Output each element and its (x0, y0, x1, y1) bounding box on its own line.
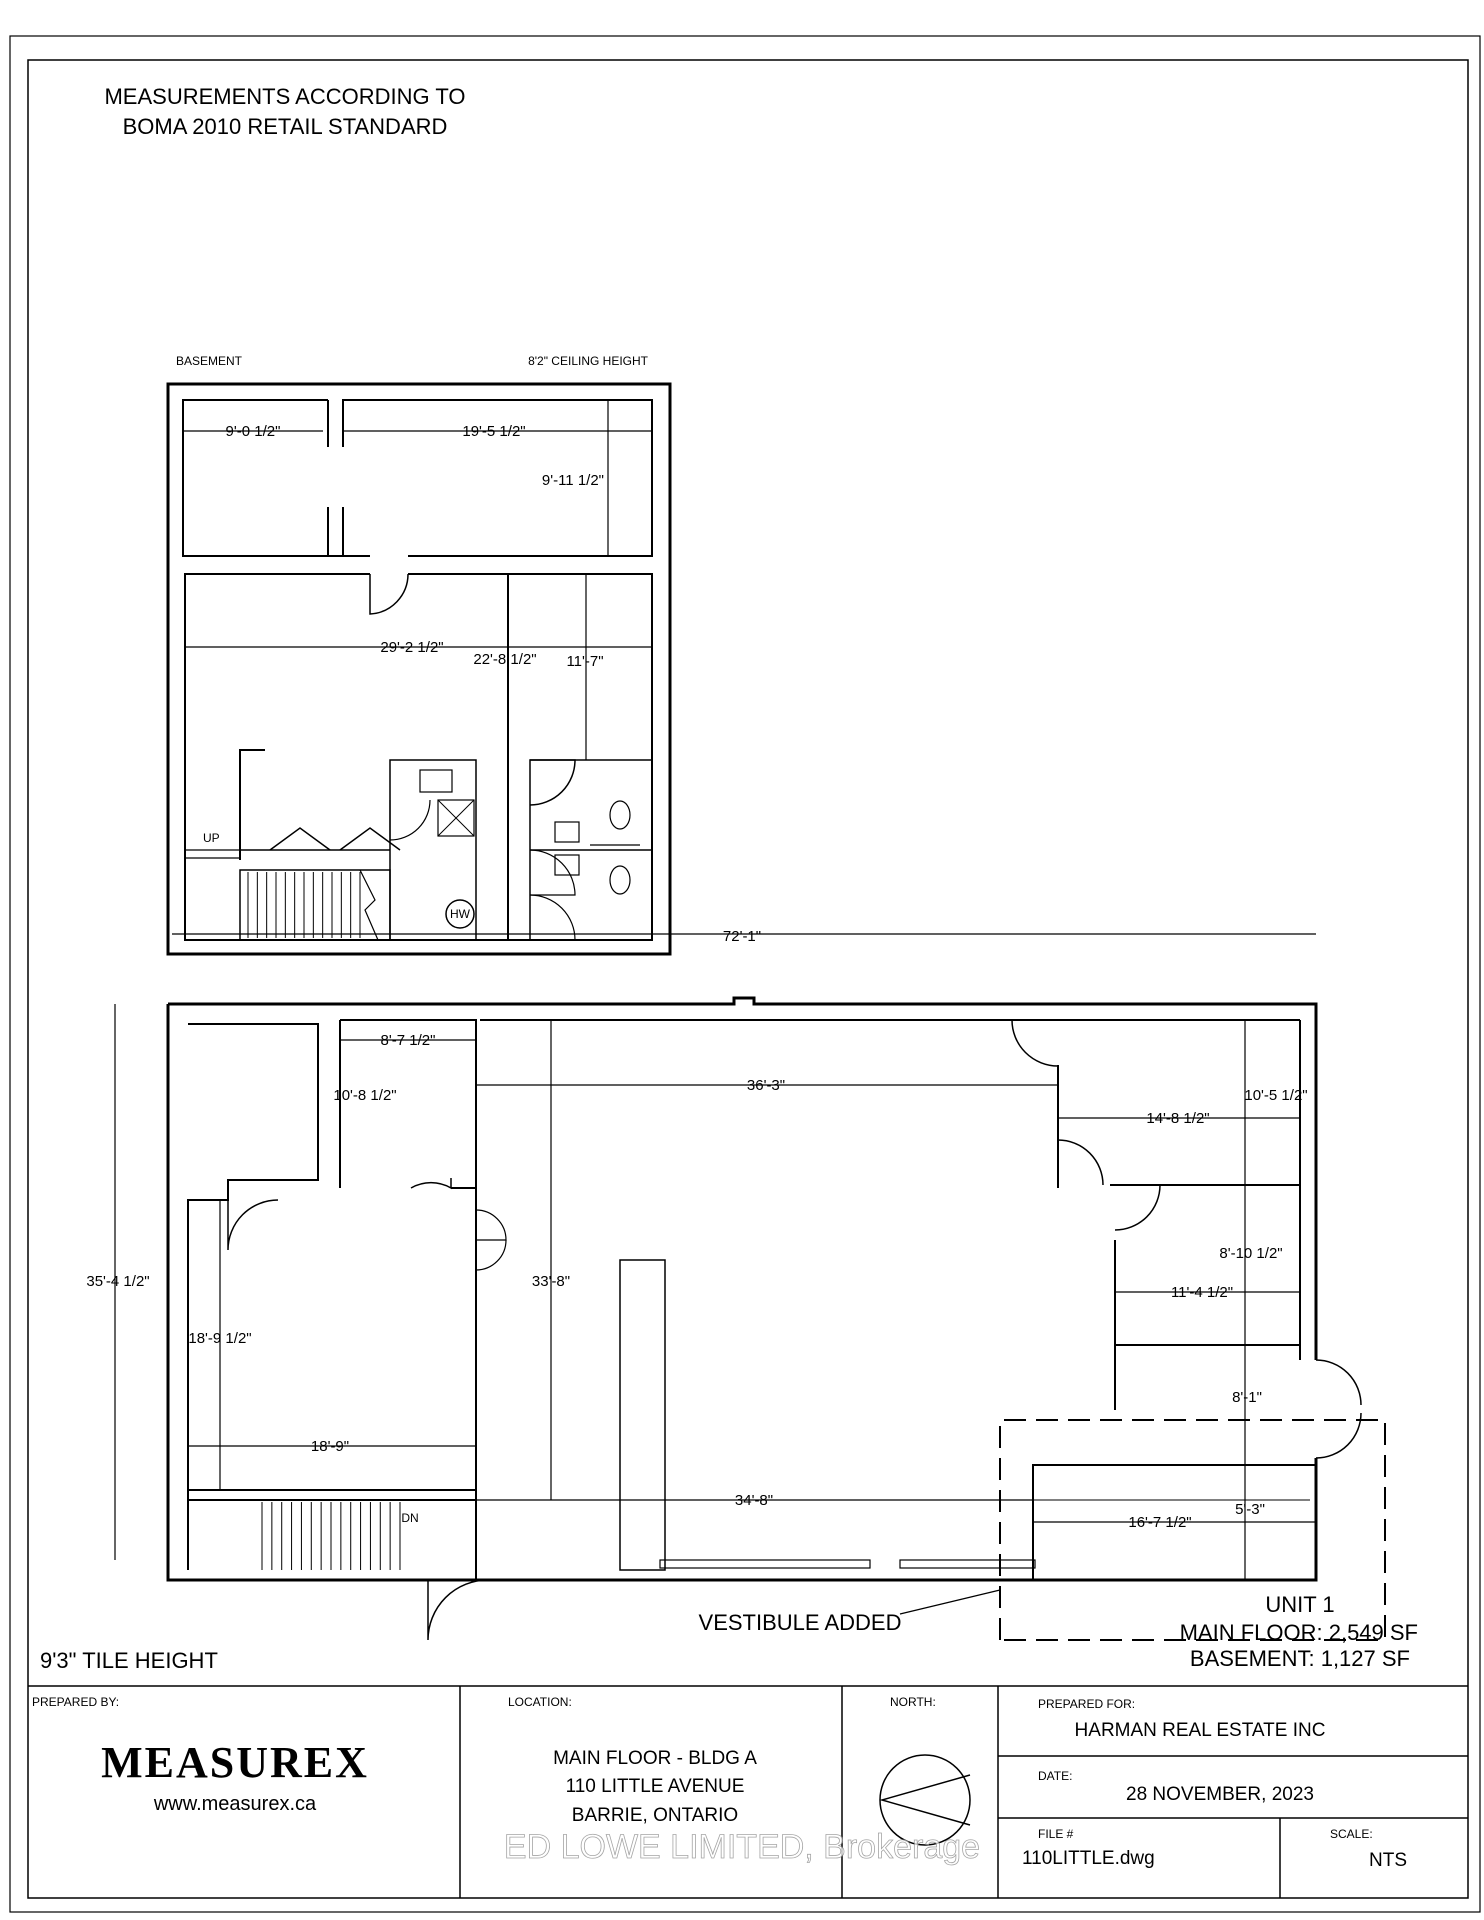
basement-dimension-lines (183, 400, 652, 940)
location-label: LOCATION: (508, 1695, 572, 1709)
header-line-1: MEASUREMENTS ACCORDING TO (104, 84, 465, 109)
location-line-3: BARRIE, ONTARIO (572, 1805, 738, 1826)
date-label: DATE: (1038, 1769, 1072, 1783)
basement-dim-4: 29'-2 1/2" (380, 639, 443, 656)
header-line-2: BOMA 2010 RETAIL STANDARD (123, 114, 448, 139)
basement-up-label: UP (203, 831, 220, 845)
measurex-website: www.measurex.ca (153, 1793, 317, 1815)
main-dim-11: 8'-1" (1232, 1389, 1262, 1406)
vestibule-label: VESTIBULE ADDED (699, 1610, 902, 1635)
main-floor-area: MAIN FLOOR: 2,549 SF (1180, 1620, 1418, 1645)
prepared-for-value: HARMAN REAL ESTATE INC (1075, 1720, 1326, 1741)
file-label: FILE # (1038, 1827, 1074, 1841)
north-label: NORTH: (890, 1695, 936, 1709)
main-dim-3: 36'-3" (747, 1077, 785, 1094)
outer-border (9, 35, 1481, 1913)
main-dim-5: 14'-8 1/2" (1146, 1110, 1209, 1127)
location-line-1: MAIN FLOOR - BLDG A (553, 1748, 757, 1769)
prepared-for-label: PREPARED FOR: (1038, 1697, 1135, 1711)
basement-dim-6: 11'-7" (566, 653, 603, 670)
main-dim-2: 10'-8 1/2" (333, 1087, 396, 1104)
main-overall-width: 72'-1" (723, 928, 761, 945)
main-dim-9: 18'-9 1/2" (188, 1330, 251, 1347)
vestibule-outline (999, 1419, 1386, 1641)
main-dim-14: 16'-7 1/2" (1128, 1514, 1191, 1531)
main-dim-4: 10'-5 1/2" (1244, 1087, 1307, 1104)
tile-height: 9'3" TILE HEIGHT (40, 1648, 218, 1673)
main-dim-13: 5'-3" (1235, 1501, 1265, 1518)
basement-dim-1: 9'-0 1/2" (226, 423, 281, 440)
prepared-by-label: PREPARED BY: (32, 1695, 119, 1709)
basement-dim-5: 22'-8 1/2" (473, 651, 536, 668)
scale-label: SCALE: (1330, 1827, 1373, 1841)
basement-stair-treads (247, 872, 361, 938)
main-dim-8: 11'-4 1/2" (1171, 1284, 1233, 1301)
date-value: 28 NOVEMBER, 2023 (1126, 1784, 1314, 1805)
unit-label: UNIT 1 (1265, 1592, 1334, 1617)
vestibule-leader (899, 1589, 1001, 1615)
inner-border (27, 59, 1469, 1899)
title-block (28, 1685, 1468, 1898)
scale-value: NTS (1369, 1850, 1407, 1871)
main-dim-6: 33'-8" (532, 1273, 570, 1290)
basement-title: BASEMENT (176, 354, 243, 368)
basement-dim-2: 19'-5 1/2" (462, 423, 525, 440)
main-floor-dimension-lines (114, 933, 1316, 1580)
main-dim-1: 8'-7 1/2" (381, 1032, 436, 1049)
basement-dim-3: 9'-11 1/2" (542, 472, 604, 489)
location-line-2: 110 LITTLE AVENUE (566, 1776, 745, 1797)
basement-hw-label: HW (450, 907, 471, 921)
main-dim-10: 18'-9" (311, 1438, 349, 1455)
main-floor-stair-treads (261, 1502, 401, 1570)
basement-ceiling-height: 8'2" CEILING HEIGHT (528, 354, 649, 368)
basement-area: BASEMENT: 1,127 SF (1190, 1646, 1410, 1671)
main-overall-depth: 35'-4 1/2" (86, 1273, 149, 1290)
main-dim-7: 8'-10 1/2" (1219, 1245, 1282, 1262)
watermark: ED LOWE LIMITED, Brokerage (504, 1828, 980, 1866)
main-dim-12: 34'-8" (735, 1492, 773, 1509)
measurex-logo: MEASUREX (101, 1738, 369, 1787)
main-dn-label: DN (401, 1511, 418, 1525)
file-value: 110LITTLE.dwg (1022, 1848, 1155, 1869)
